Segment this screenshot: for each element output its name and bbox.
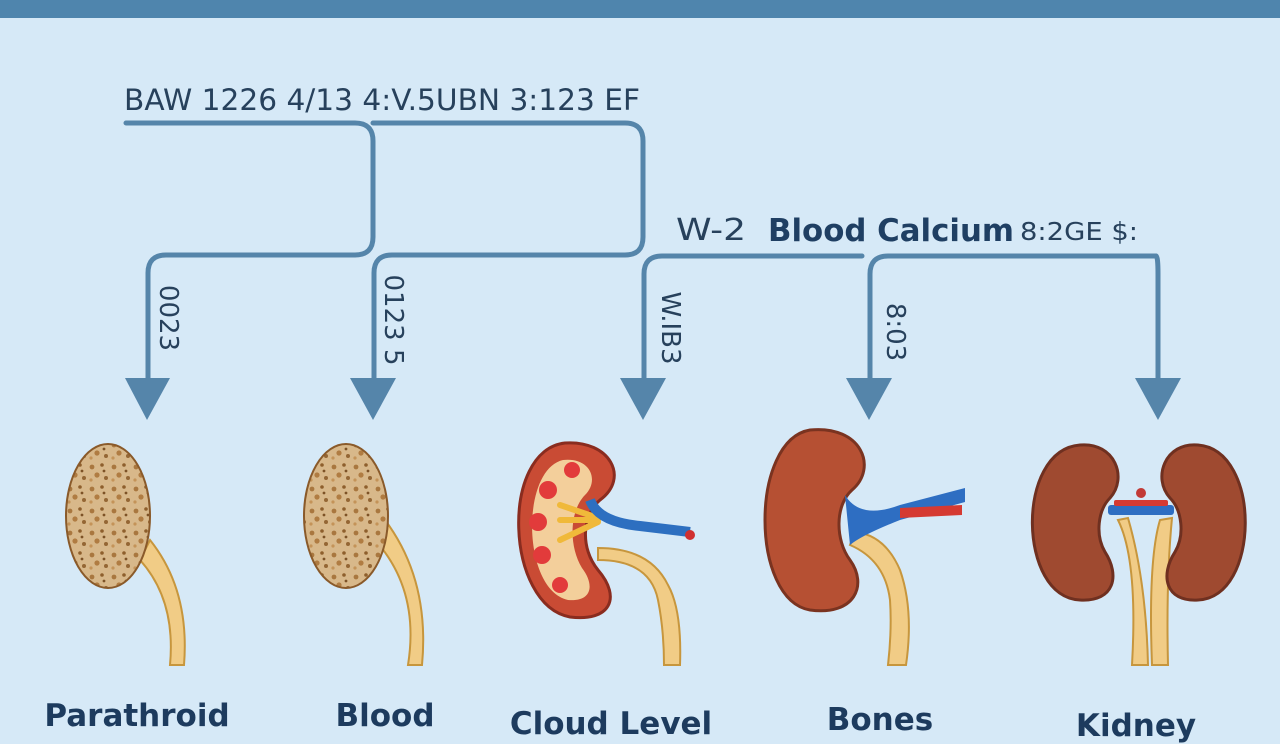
organ-label-cloud-level: Cloud Level: [509, 706, 713, 742]
kidney-cross-section-icon: [517, 441, 695, 666]
connector-parathroid: [123, 120, 376, 388]
connector-kidney: [1153, 253, 1161, 388]
branch-label-2: 0123 5: [378, 275, 408, 366]
organ-label-blood: Blood: [335, 698, 435, 734]
heading-main: Blood Calcium: [768, 213, 1014, 249]
arrowhead-5: [1135, 378, 1181, 420]
heading-suffix: 8:2GE $:: [1020, 217, 1138, 246]
gland-icon: [303, 443, 425, 666]
branch-label-1: 0023: [153, 285, 183, 351]
arrowheads: [125, 378, 1181, 420]
kidney-pair-icon: [1030, 443, 1247, 666]
arrowhead-2: [350, 378, 396, 420]
parathyroid-gland-icon: [65, 443, 186, 666]
connector-blood: [370, 120, 646, 388]
branch-label-3: W.IB3: [655, 291, 685, 364]
heading-prefix: W-2: [676, 213, 746, 248]
connector-bones: [867, 253, 1159, 388]
organ-label-kidney: Kidney: [1075, 708, 1197, 744]
organ-label-bones: Bones: [826, 702, 934, 738]
arrowhead-4: [846, 378, 892, 420]
diagram-title: BAW 1226 4/13 4:V.5UBN 3:123 EF: [124, 83, 640, 117]
calcium-flow-diagram: BAW 1226 4/13 4:V.5UBN 3:123 EF W-2 Bloo…: [65, 83, 1247, 666]
connector-lines: [123, 120, 1161, 388]
arrowhead-1: [125, 378, 170, 420]
top-bar: [0, 0, 1280, 18]
branch-label-4: 8:03: [880, 303, 910, 361]
arrowhead-3: [620, 378, 666, 420]
organ-label-parathroid: Parathroid: [44, 698, 230, 734]
kidney-vessel-icon: [763, 428, 965, 666]
connector-cloud-level: [641, 253, 865, 388]
